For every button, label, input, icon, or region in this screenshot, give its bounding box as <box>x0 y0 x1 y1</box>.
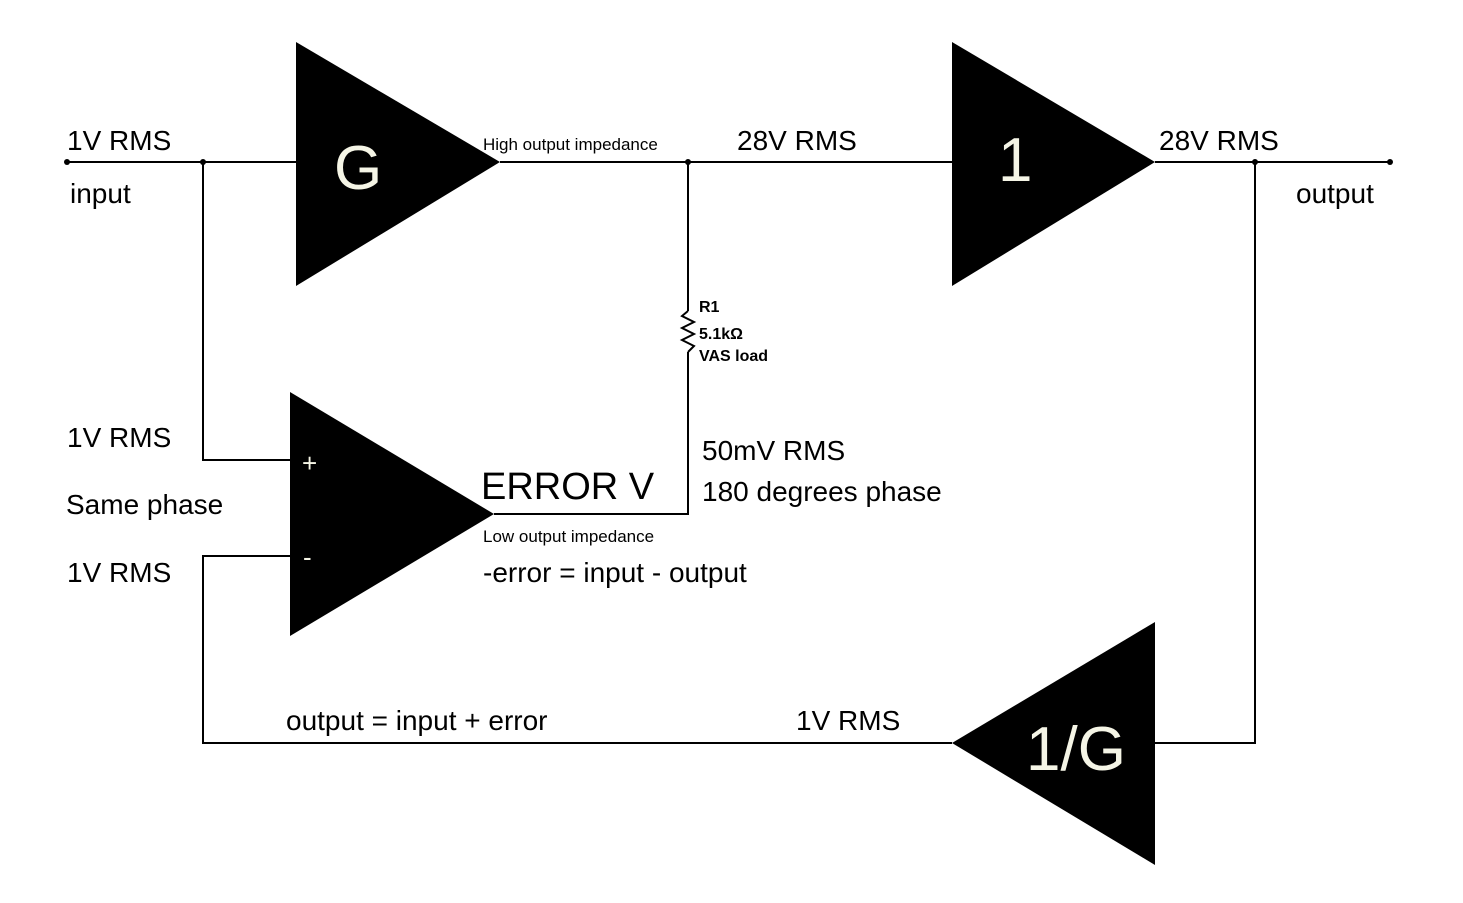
plus-level-label: 1V RMS <box>67 422 171 453</box>
plus-input-sign: + <box>302 448 317 478</box>
minus-input-sign: - <box>303 542 312 572</box>
feedback-level-label: 1V RMS <box>796 705 900 736</box>
wires <box>67 161 1390 744</box>
minus-level-label: 1V RMS <box>67 557 171 588</box>
g-output-note: High output impedance <box>483 135 658 154</box>
input-level-label: 1V RMS <box>67 125 171 156</box>
output-level-label: 28V RMS <box>1159 125 1279 156</box>
amplifier-g <box>296 42 500 286</box>
vas-junction <box>685 159 691 165</box>
mid-level-label: 28V RMS <box>737 125 857 156</box>
input-terminal <box>64 159 70 165</box>
resistor-role: VAS load <box>699 348 768 365</box>
wire-feedback-to-minus <box>202 555 952 744</box>
error-equation: -error = input - output <box>483 557 747 588</box>
wire-output-to-feedback <box>1155 162 1256 744</box>
error-amplifier <box>290 392 494 636</box>
input-name-label: input <box>70 178 131 209</box>
amplifier-feedback-label: 1/G <box>1026 715 1126 784</box>
amplifier-unity-label: 1 <box>998 126 1032 195</box>
amplifier-g-label: G <box>334 134 382 203</box>
resistor-r1-symbol <box>679 310 697 353</box>
input-junction <box>200 159 206 165</box>
amplifier-unity-buffer <box>952 42 1155 286</box>
error-level-label: 50mV RMS <box>702 435 845 466</box>
output-name-label: output <box>1296 178 1374 209</box>
amplifier-feedback <box>952 622 1155 865</box>
output-equation: output = input + error <box>286 705 548 736</box>
error-output-note: Low output impedance <box>483 527 654 546</box>
output-terminal <box>1387 159 1393 165</box>
output-junction <box>1252 159 1258 165</box>
error-name-label: ERROR V <box>481 466 655 508</box>
wire-input-to-plus <box>202 162 290 461</box>
resistor-ref: R1 <box>699 299 720 316</box>
wire-resistor-to-error <box>494 352 689 515</box>
same-phase-label: Same phase <box>66 489 223 520</box>
junction-dots <box>64 159 1393 165</box>
error-phase-label: 180 degrees phase <box>702 476 942 507</box>
resistor-value: 5.1kΩ <box>699 326 743 343</box>
